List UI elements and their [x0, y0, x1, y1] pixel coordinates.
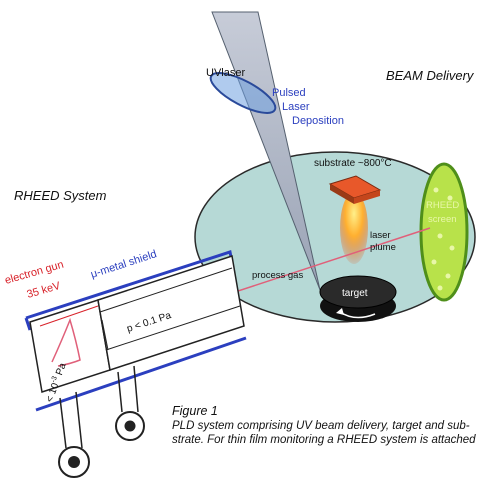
laser-plume-label-2: plume — [370, 242, 396, 253]
process-gas-label: process gas — [252, 270, 303, 281]
rheed-screen — [419, 162, 469, 302]
pld-label-3: Deposition — [292, 115, 344, 127]
rheed-housing — [24, 250, 247, 412]
laser-plume — [340, 192, 368, 264]
uv-laser-label: UVlaser — [206, 67, 245, 79]
diffraction-spots — [431, 187, 455, 291]
pld-label-1: Pulsed — [272, 87, 306, 99]
substrate-label: substrate ~800°C — [314, 158, 392, 169]
pump-valve-left — [58, 446, 90, 478]
caption-title: Figure 1 — [172, 404, 218, 418]
rheed-screen-label-1: RHEED — [426, 200, 459, 211]
vacuum-chamber — [194, 151, 476, 323]
caption-line-1: PLD system comprising UV beam delivery, … — [172, 420, 470, 432]
pressure-low-unit: Pa — [53, 361, 69, 379]
pld-label-2: Laser — [282, 101, 310, 113]
pump-lines — [59, 365, 139, 449]
focusing-lens — [209, 72, 277, 114]
figure-caption: Figure 1 PLD system comprising UV beam d… — [172, 404, 496, 447]
target-disc — [319, 275, 397, 322]
rheed-system-label: RHEED System — [14, 188, 107, 203]
pressure-low-exp: -3 — [50, 375, 59, 383]
electron-gun-label-2: 35 keV — [26, 280, 63, 301]
mu-metal-shield-label: μ-metal shield — [89, 248, 158, 281]
beam-delivery-label: BEAM Delivery — [386, 68, 475, 83]
target-label: target — [342, 288, 368, 299]
pump-valve-right — [115, 411, 145, 441]
laser-plume-label-1: laser — [370, 230, 391, 241]
substrate-plate — [328, 175, 382, 204]
rheed-screen-label-2: screen — [428, 214, 457, 225]
caption-line-2: strate. For thin film monitoring a RHEED… — [172, 434, 476, 446]
